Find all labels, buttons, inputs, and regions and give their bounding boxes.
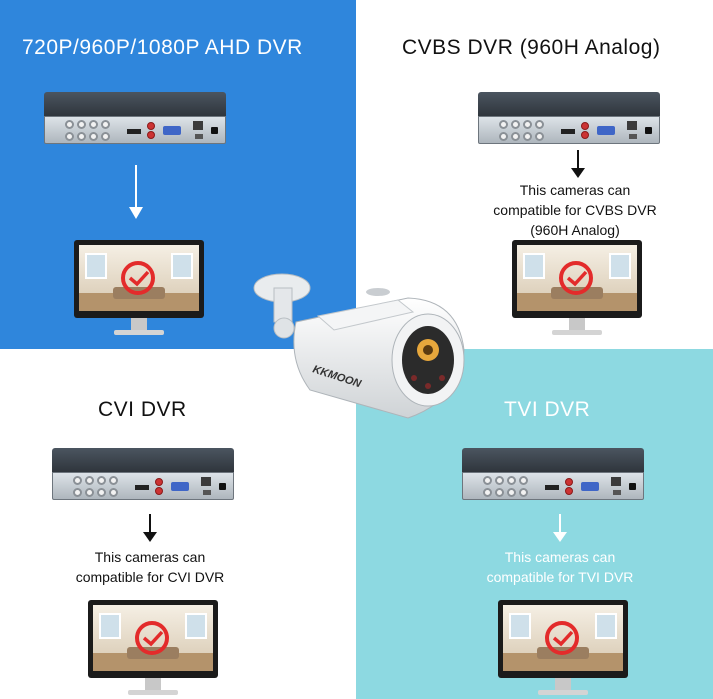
check-circle-icon (559, 261, 593, 295)
cvbs-dvr-image (478, 92, 660, 144)
cvbs-monitor-image (512, 240, 642, 340)
cvi-monitor-image (88, 600, 218, 699)
cvbs-caption: This cameras can compatible for CVBS DVR… (493, 182, 657, 238)
down-arrow-icon (129, 165, 143, 219)
check-circle-icon (121, 261, 155, 295)
down-arrow-icon (571, 150, 585, 178)
cvbs-title: CVBS DVR (960H Analog) (402, 36, 661, 59)
check-circle-icon (135, 621, 169, 655)
down-arrow-icon (143, 514, 157, 542)
tvi-title: TVI DVR (504, 398, 591, 421)
bullet-camera-image: KKMOON (253, 273, 465, 419)
down-arrow-icon (553, 514, 567, 542)
ahd-title: 720P/960P/1080P AHD DVR (22, 36, 303, 59)
cvi-title: CVI DVR (98, 398, 187, 421)
check-circle-icon (545, 621, 579, 655)
tvi-monitor-image (498, 600, 628, 699)
cvi-dvr-image (52, 448, 234, 500)
ahd-monitor-image (74, 240, 204, 340)
tvi-dvr-image (462, 448, 644, 500)
tvi-caption: This cameras can compatible for TVI DVR (486, 549, 634, 585)
ahd-dvr-image (44, 92, 226, 144)
cvi-caption: This cameras can compatible for CVI DVR (75, 549, 225, 585)
